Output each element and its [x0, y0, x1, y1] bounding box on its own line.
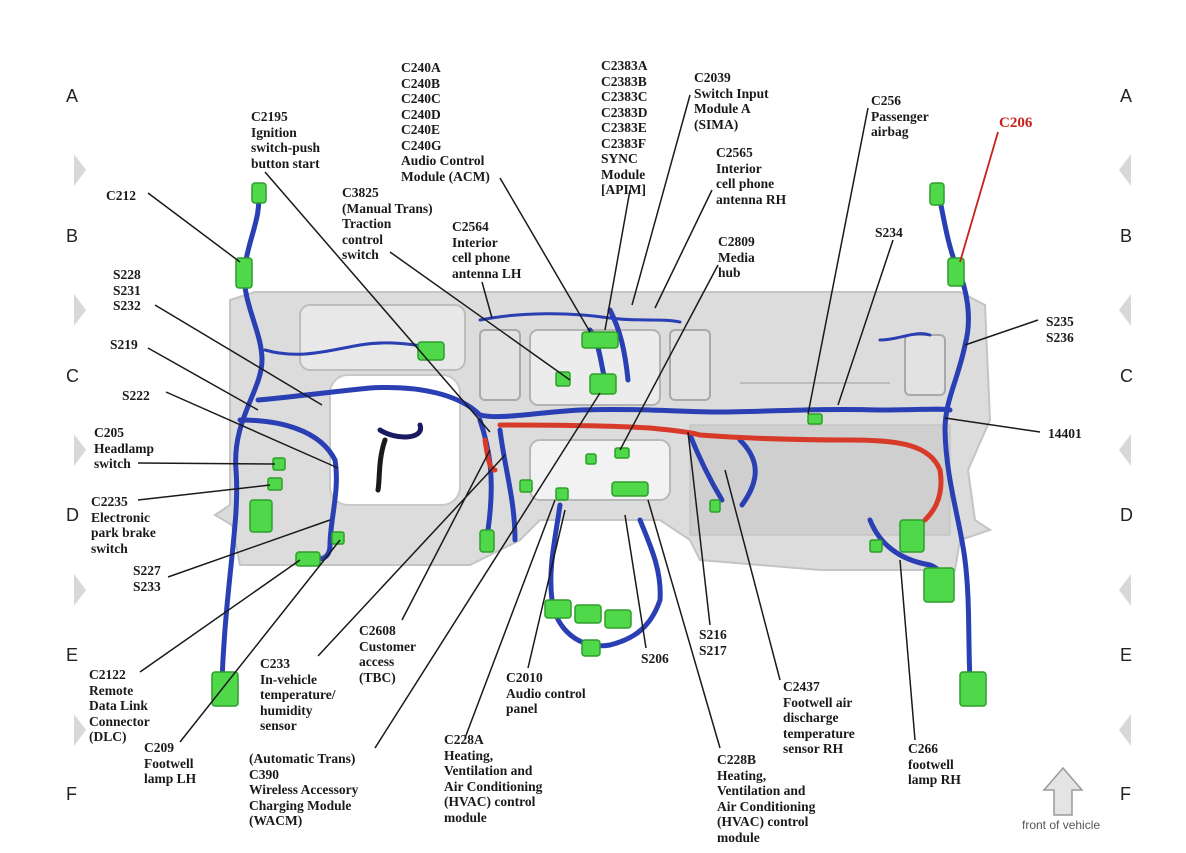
label-c240: C240A C240B C240C C240D C240E C240G Audi…	[401, 60, 490, 184]
grid-marker-right	[1119, 154, 1131, 186]
label-s222: S222	[122, 388, 150, 403]
grid-marker-left	[74, 154, 86, 186]
label-c3825: C3825 (Manual Trans) Traction control sw…	[342, 185, 433, 262]
grid-marker-left	[74, 294, 86, 326]
label-s216: S216 S217	[699, 627, 727, 658]
grid-row-left-d: D	[66, 505, 79, 525]
grid-row-right-a: A	[1120, 86, 1133, 106]
grid-marker-right	[1119, 574, 1131, 606]
label-c256: C256 Passenger airbag	[871, 93, 929, 139]
label-c2195: C2195 Ignition switch-push button start	[251, 109, 321, 171]
label-s219: S219	[110, 337, 138, 352]
grid-row-left-e: E	[66, 645, 79, 665]
c206-leader	[959, 131, 999, 263]
label-c2608: C2608 Customer access (TBC)	[359, 623, 416, 685]
label-c206: C206	[999, 115, 1033, 131]
instrument-panel	[205, 165, 993, 740]
grid-row-left-b: B	[66, 226, 79, 246]
grid-row-right-f: F	[1120, 784, 1131, 804]
label-c2010: C2010 Audio control panel	[506, 670, 586, 716]
label-c2235: C2235 Electronic park brake switch	[91, 494, 156, 556]
up-arrow-icon	[1042, 766, 1084, 816]
grid-row-left-a: A	[66, 86, 79, 106]
label-s228: S228 S231 S232	[113, 267, 141, 313]
grid-marker-right	[1119, 294, 1131, 326]
grid-row-right-d: D	[1120, 505, 1133, 525]
label-c212: C212	[106, 188, 136, 203]
grid-marker-right	[1119, 714, 1131, 746]
grid-row-right-b: B	[1120, 226, 1133, 246]
grid-row-left-c: C	[66, 366, 79, 386]
label-c2437: C2437 Footwell air discharge temperature…	[783, 679, 855, 756]
grid-marker-right	[1119, 434, 1131, 466]
front-of-vehicle-label: front of vehicle	[1022, 818, 1101, 832]
leader-lines	[137, 94, 1041, 749]
label-c2039: C2039 Switch Input Module A (SIMA)	[694, 70, 769, 132]
label-c390: (Automatic Trans) C390 Wireless Accessor…	[249, 751, 359, 828]
label-c2809: C2809 Media hub	[718, 234, 755, 280]
grid-marker-left	[74, 434, 86, 466]
label-c209: C209 Footwell lamp LH	[144, 740, 197, 786]
label-c2383: C2383A C2383B C2383C C2383D C2383E C2383…	[601, 58, 648, 197]
label-c2564: C2564 Interior cell phone antenna LH	[452, 219, 522, 281]
grid-row-right-e: E	[1120, 645, 1133, 665]
label-c266: C266 footwell lamp RH	[908, 741, 961, 787]
label-c228a: C228A Heating, Ventilation and Air Condi…	[444, 732, 543, 825]
label-c2122: C2122 Remote Data Link Connector (DLC)	[89, 667, 150, 744]
label-14401: 14401	[1048, 426, 1082, 441]
grid-marker-left	[74, 714, 86, 746]
grid-row-left-f: F	[66, 784, 77, 804]
label-s227: S227 S233	[133, 563, 161, 594]
grid-marker-left	[74, 574, 86, 606]
label-s206: S206	[641, 651, 669, 666]
connectors	[211, 182, 987, 707]
label-s234: S234	[875, 225, 903, 240]
label-c205: C205 Headlamp switch	[94, 425, 155, 471]
label-c228b: C228B Heating, Ventilation and Air Condi…	[717, 752, 816, 845]
label-c233: C233 In-vehicle temperature/ humidity se…	[260, 656, 336, 733]
label-c2565: C2565 Interior cell phone antenna RH	[716, 145, 787, 207]
grid-row-right-c: C	[1120, 366, 1133, 386]
label-s235: S235 S236	[1046, 314, 1074, 345]
